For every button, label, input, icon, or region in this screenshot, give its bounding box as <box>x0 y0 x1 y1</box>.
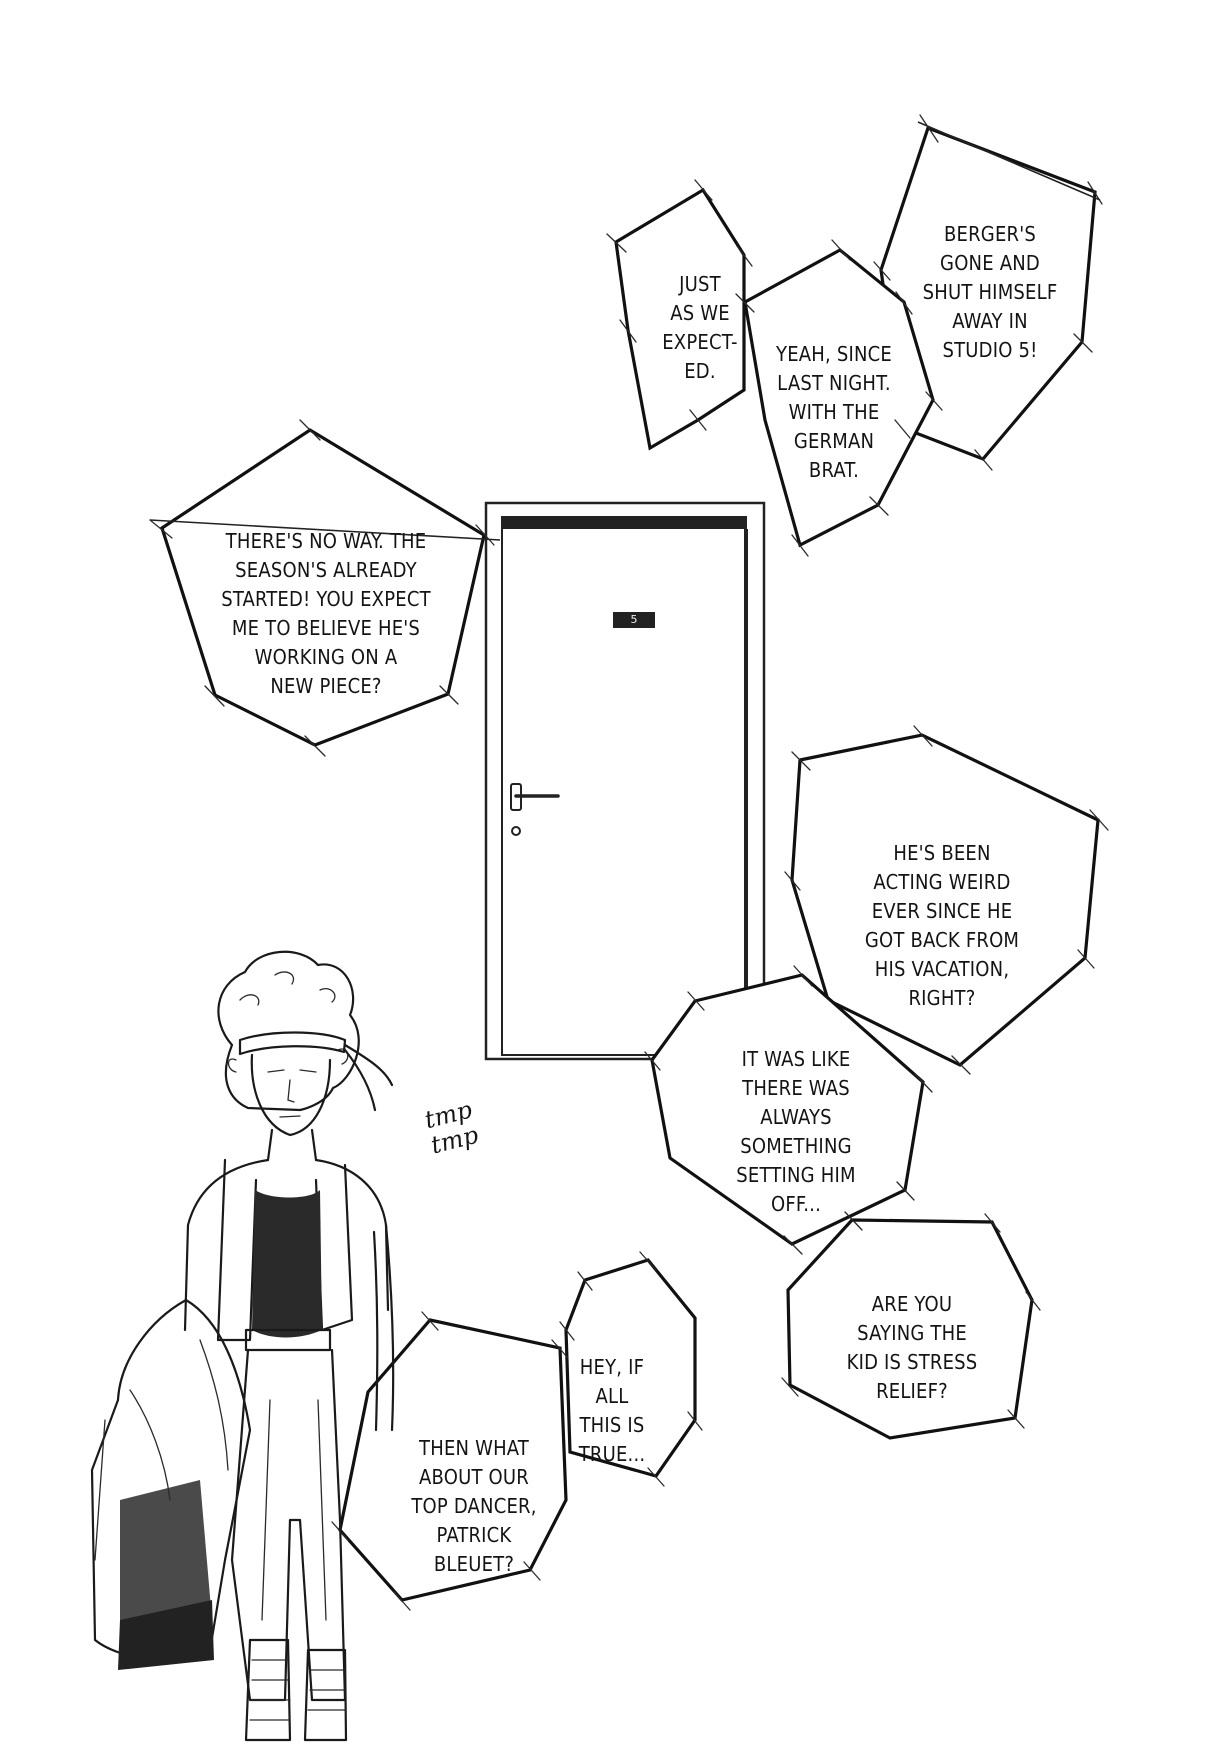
dancer-figure <box>90 950 395 1742</box>
bubble-like-there-was: IT WAS LIKE THERE WAS ALWAYS SOMETHING S… <box>736 1047 856 1216</box>
bubble-acting-weird: HE'S BEEN ACTING WEIRD EVER SINCE HE GOT… <box>864 841 1020 1010</box>
bubble-bergers-gone: BERGER'S GONE AND SHUT HIMSELF AWAY IN S… <box>922 222 1058 362</box>
speech-bubble-outlines <box>149 121 1101 1602</box>
bubble-if-all-this-is-true: HEY, IF ALL THIS IS TRUE... <box>578 1355 646 1466</box>
bubble-just-as-we-expected: JUST AS WE EXPECT- ED. <box>662 272 738 383</box>
door-handle-icon <box>510 783 560 836</box>
studio-door <box>484 501 766 1061</box>
bubble-corner-ticks <box>149 114 1109 1611</box>
bubble-since-last-night: YEAH, SINCE LAST NIGHT. WITH THE GERMAN … <box>776 342 892 482</box>
bubble-top-dancer: THEN WHAT ABOUT OUR TOP DANCER, PATRICK … <box>411 1436 537 1576</box>
bubble-no-way: THERE'S NO WAY. THE SEASON'S ALREADY STA… <box>221 529 431 698</box>
bubble-stress-relief: ARE YOU SAYING THE KID IS STRESS RELIEF? <box>846 1292 978 1403</box>
door-number-plate: 5 <box>613 612 655 628</box>
